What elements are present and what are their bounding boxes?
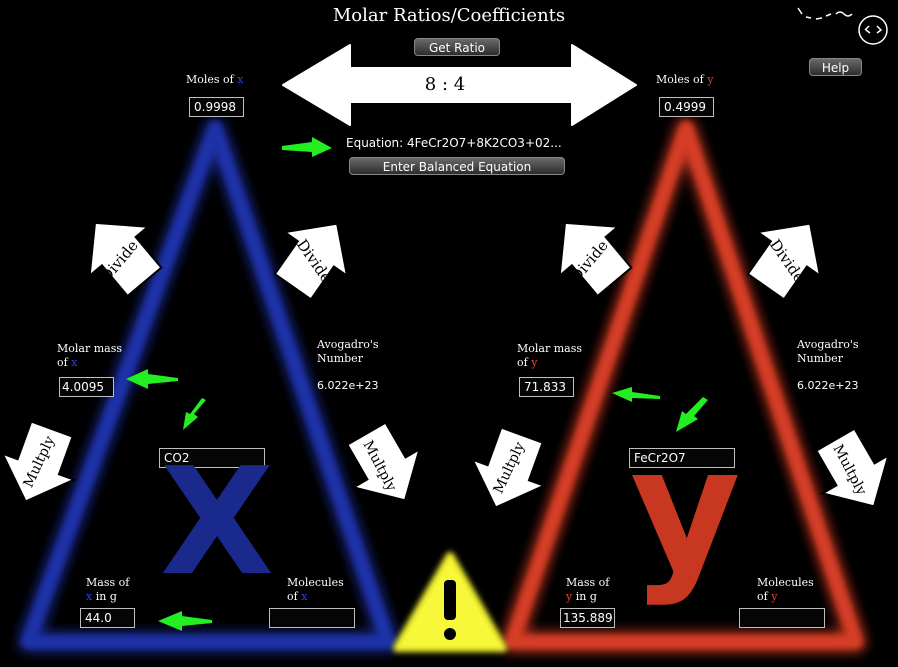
double-arrow-icon [282, 44, 637, 126]
molar-mass-x-label: Molar mass of x [57, 342, 122, 369]
arrow-divide-left-up-y [558, 221, 633, 298]
arrow-multiply-left-down [0, 420, 77, 503]
get-ratio-button[interactable]: Get Ratio [414, 38, 500, 56]
moles-y-label: Moles of y [656, 73, 714, 86]
x-variable: x [237, 73, 244, 86]
help-button[interactable]: Help [809, 58, 862, 76]
moles-x-label: Moles of x [186, 73, 244, 86]
green-arrows [126, 137, 708, 631]
green-arrow-equation [282, 137, 332, 157]
molecules-y-input[interactable] [739, 608, 825, 628]
compound-y-input[interactable]: FeCr2O7 [629, 448, 735, 468]
molar-mass-x-input[interactable]: 4.0095 [59, 377, 114, 397]
mass-y-label: Mass of y in g [566, 576, 610, 603]
y-triangle [502, 118, 866, 652]
avogadro-y-label: Avogadro's Number [797, 338, 859, 365]
green-arrow-right-diagonal [676, 397, 708, 432]
arrow-multiply-right-down-y [815, 427, 891, 508]
big-letter-x: X [160, 436, 275, 608]
warning-triangle-icon [393, 552, 507, 652]
ratio-display: 8 : 4 [424, 74, 466, 95]
moles-x-input[interactable]: 0.9998 [189, 97, 244, 117]
molecules-y-label: Molecules of y [757, 576, 814, 603]
page-title: Molar Ratios/Coefficients [332, 5, 566, 26]
x-triangle [18, 118, 398, 652]
molar-mass-y-input[interactable]: 71.833 [519, 377, 574, 397]
molar-mass-y-label: Molar mass of y [517, 342, 582, 369]
mass-x-label: Mass of x in g [86, 576, 130, 603]
green-arrow-left-molar [126, 369, 178, 389]
avogadro-y-value: 6.022e+23 [797, 379, 859, 392]
mass-y-input[interactable]: 135.889 [560, 608, 615, 628]
mass-x-input[interactable]: 44.0 [80, 608, 135, 628]
arrow-divide-right-up-y [746, 222, 822, 301]
big-letter-y: y [630, 411, 741, 609]
compound-x-input[interactable]: CO2 [159, 448, 265, 468]
arrow-divide-right-up [273, 222, 349, 301]
arrow-multiply-left-down-y [470, 426, 547, 509]
molecules-x-input[interactable] [269, 608, 355, 628]
enter-balanced-equation-button[interactable]: Enter Balanced Equation [349, 157, 565, 175]
avogadro-x-value: 6.022e+23 [317, 379, 379, 392]
y-variable: y [707, 73, 714, 86]
operation-arrows [0, 221, 891, 509]
moles-y-input[interactable]: 0.4999 [659, 97, 714, 117]
doodle-face-icon [797, 7, 888, 45]
arrow-divide-left-up [88, 221, 163, 298]
equation-text: Equation: 4FeCr2O7+8K2CO3+02... [346, 136, 562, 150]
molecules-x-label: Molecules of x [287, 576, 344, 603]
avogadro-x-label: Avogadro's Number [317, 338, 379, 365]
green-arrow-left-diagonal [183, 398, 206, 430]
green-arrow-right-molar [612, 387, 660, 402]
green-arrow-left-mass [158, 611, 212, 631]
arrow-multiply-right-down [346, 421, 422, 502]
